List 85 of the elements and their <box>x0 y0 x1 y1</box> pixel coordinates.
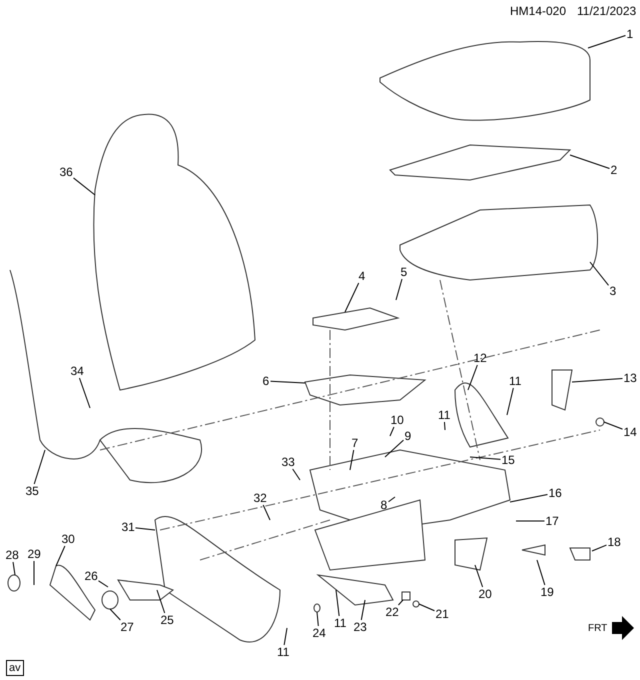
callout-number: 22 <box>386 605 399 619</box>
callout-number: 12 <box>474 351 487 365</box>
leader-line <box>344 282 360 312</box>
leader-line <box>536 560 546 586</box>
callout-number: 18 <box>608 535 621 549</box>
drawing-number: HM14-020 <box>510 4 566 18</box>
callout-number: 14 <box>624 425 637 439</box>
callout-number: 30 <box>62 532 75 546</box>
callout-number: 11 <box>334 616 346 630</box>
leader-line <box>398 600 404 606</box>
leader-line <box>590 262 609 286</box>
callout-number: 16 <box>548 486 562 500</box>
callout-number: 17 <box>546 514 559 528</box>
leader-line <box>418 604 435 612</box>
leader-line <box>506 388 514 416</box>
callout-number: 4 <box>358 269 366 283</box>
callout-number: 31 <box>122 520 135 534</box>
callout-number: 7 <box>352 436 358 450</box>
callout-number: 35 <box>26 484 39 498</box>
stamp-code: av <box>6 660 24 676</box>
callout-number: 3 <box>610 284 616 298</box>
callout-number: 9 <box>404 429 412 443</box>
callout-number: 13 <box>624 371 637 385</box>
callout-number: 11 <box>509 374 522 388</box>
leader-line <box>396 278 402 300</box>
callout-number: 27 <box>120 620 134 634</box>
callout-number: 6 <box>262 374 270 388</box>
leader-line <box>135 527 156 530</box>
leader-line <box>388 496 396 502</box>
callout-number: 32 <box>254 491 267 505</box>
leader-line <box>34 450 46 484</box>
leader-line <box>470 456 501 460</box>
leader-line <box>390 426 394 436</box>
leader-line <box>570 154 610 169</box>
leader-line <box>270 380 306 384</box>
direction-label: FRT <box>588 622 608 636</box>
callout-number: 11 <box>438 408 450 422</box>
callout-number: 8 <box>380 498 388 512</box>
leader-line <box>73 177 96 196</box>
leader-line <box>78 378 90 408</box>
callout-number: 5 <box>400 265 408 279</box>
leader-line <box>336 590 340 616</box>
leader-line <box>110 608 121 620</box>
date-text: 11/21/2023 <box>577 4 636 18</box>
washer-drawing <box>314 604 320 612</box>
callout-number: 2 <box>610 163 618 177</box>
callout-number: 11 <box>277 645 290 659</box>
leader-line <box>156 590 166 614</box>
callout-number: 21 <box>436 607 449 621</box>
leader-line <box>468 364 478 390</box>
leader-line <box>262 504 270 520</box>
leader-line <box>12 562 16 576</box>
callout-number: 25 <box>160 613 174 627</box>
leader-line <box>292 468 300 480</box>
callout-number: 23 <box>354 620 367 634</box>
callout-number: 28 <box>6 548 19 562</box>
callout-number: 36 <box>60 165 73 179</box>
callout-number: 15 <box>502 453 515 467</box>
leader-line <box>384 440 404 458</box>
leader-line <box>572 378 623 382</box>
leader-line <box>588 35 626 48</box>
callout-number: 29 <box>28 547 41 561</box>
callout-number: 1 <box>626 27 634 41</box>
leader-line <box>316 612 319 626</box>
lever-drawing <box>50 564 96 620</box>
callout-number: 26 <box>84 569 98 583</box>
leader-line <box>444 422 446 430</box>
leader-line <box>474 564 484 588</box>
callout-number: 10 <box>390 413 404 427</box>
callout-number: 24 <box>312 626 326 640</box>
leader-line <box>592 544 607 552</box>
callout-number: 34 <box>70 364 84 378</box>
callout-number: 19 <box>540 585 554 599</box>
callout-number: 33 <box>282 455 295 469</box>
callout-number: 20 <box>478 587 492 601</box>
leader-line <box>284 628 288 646</box>
leader-line <box>510 494 548 502</box>
cap-drawing <box>102 590 118 610</box>
leader-line <box>604 422 623 430</box>
leader-line <box>56 546 66 566</box>
leader-line <box>350 450 354 470</box>
leader-line <box>98 580 108 588</box>
leader-line <box>516 520 545 522</box>
leader-line <box>360 600 366 620</box>
screw-drawing <box>412 600 420 608</box>
